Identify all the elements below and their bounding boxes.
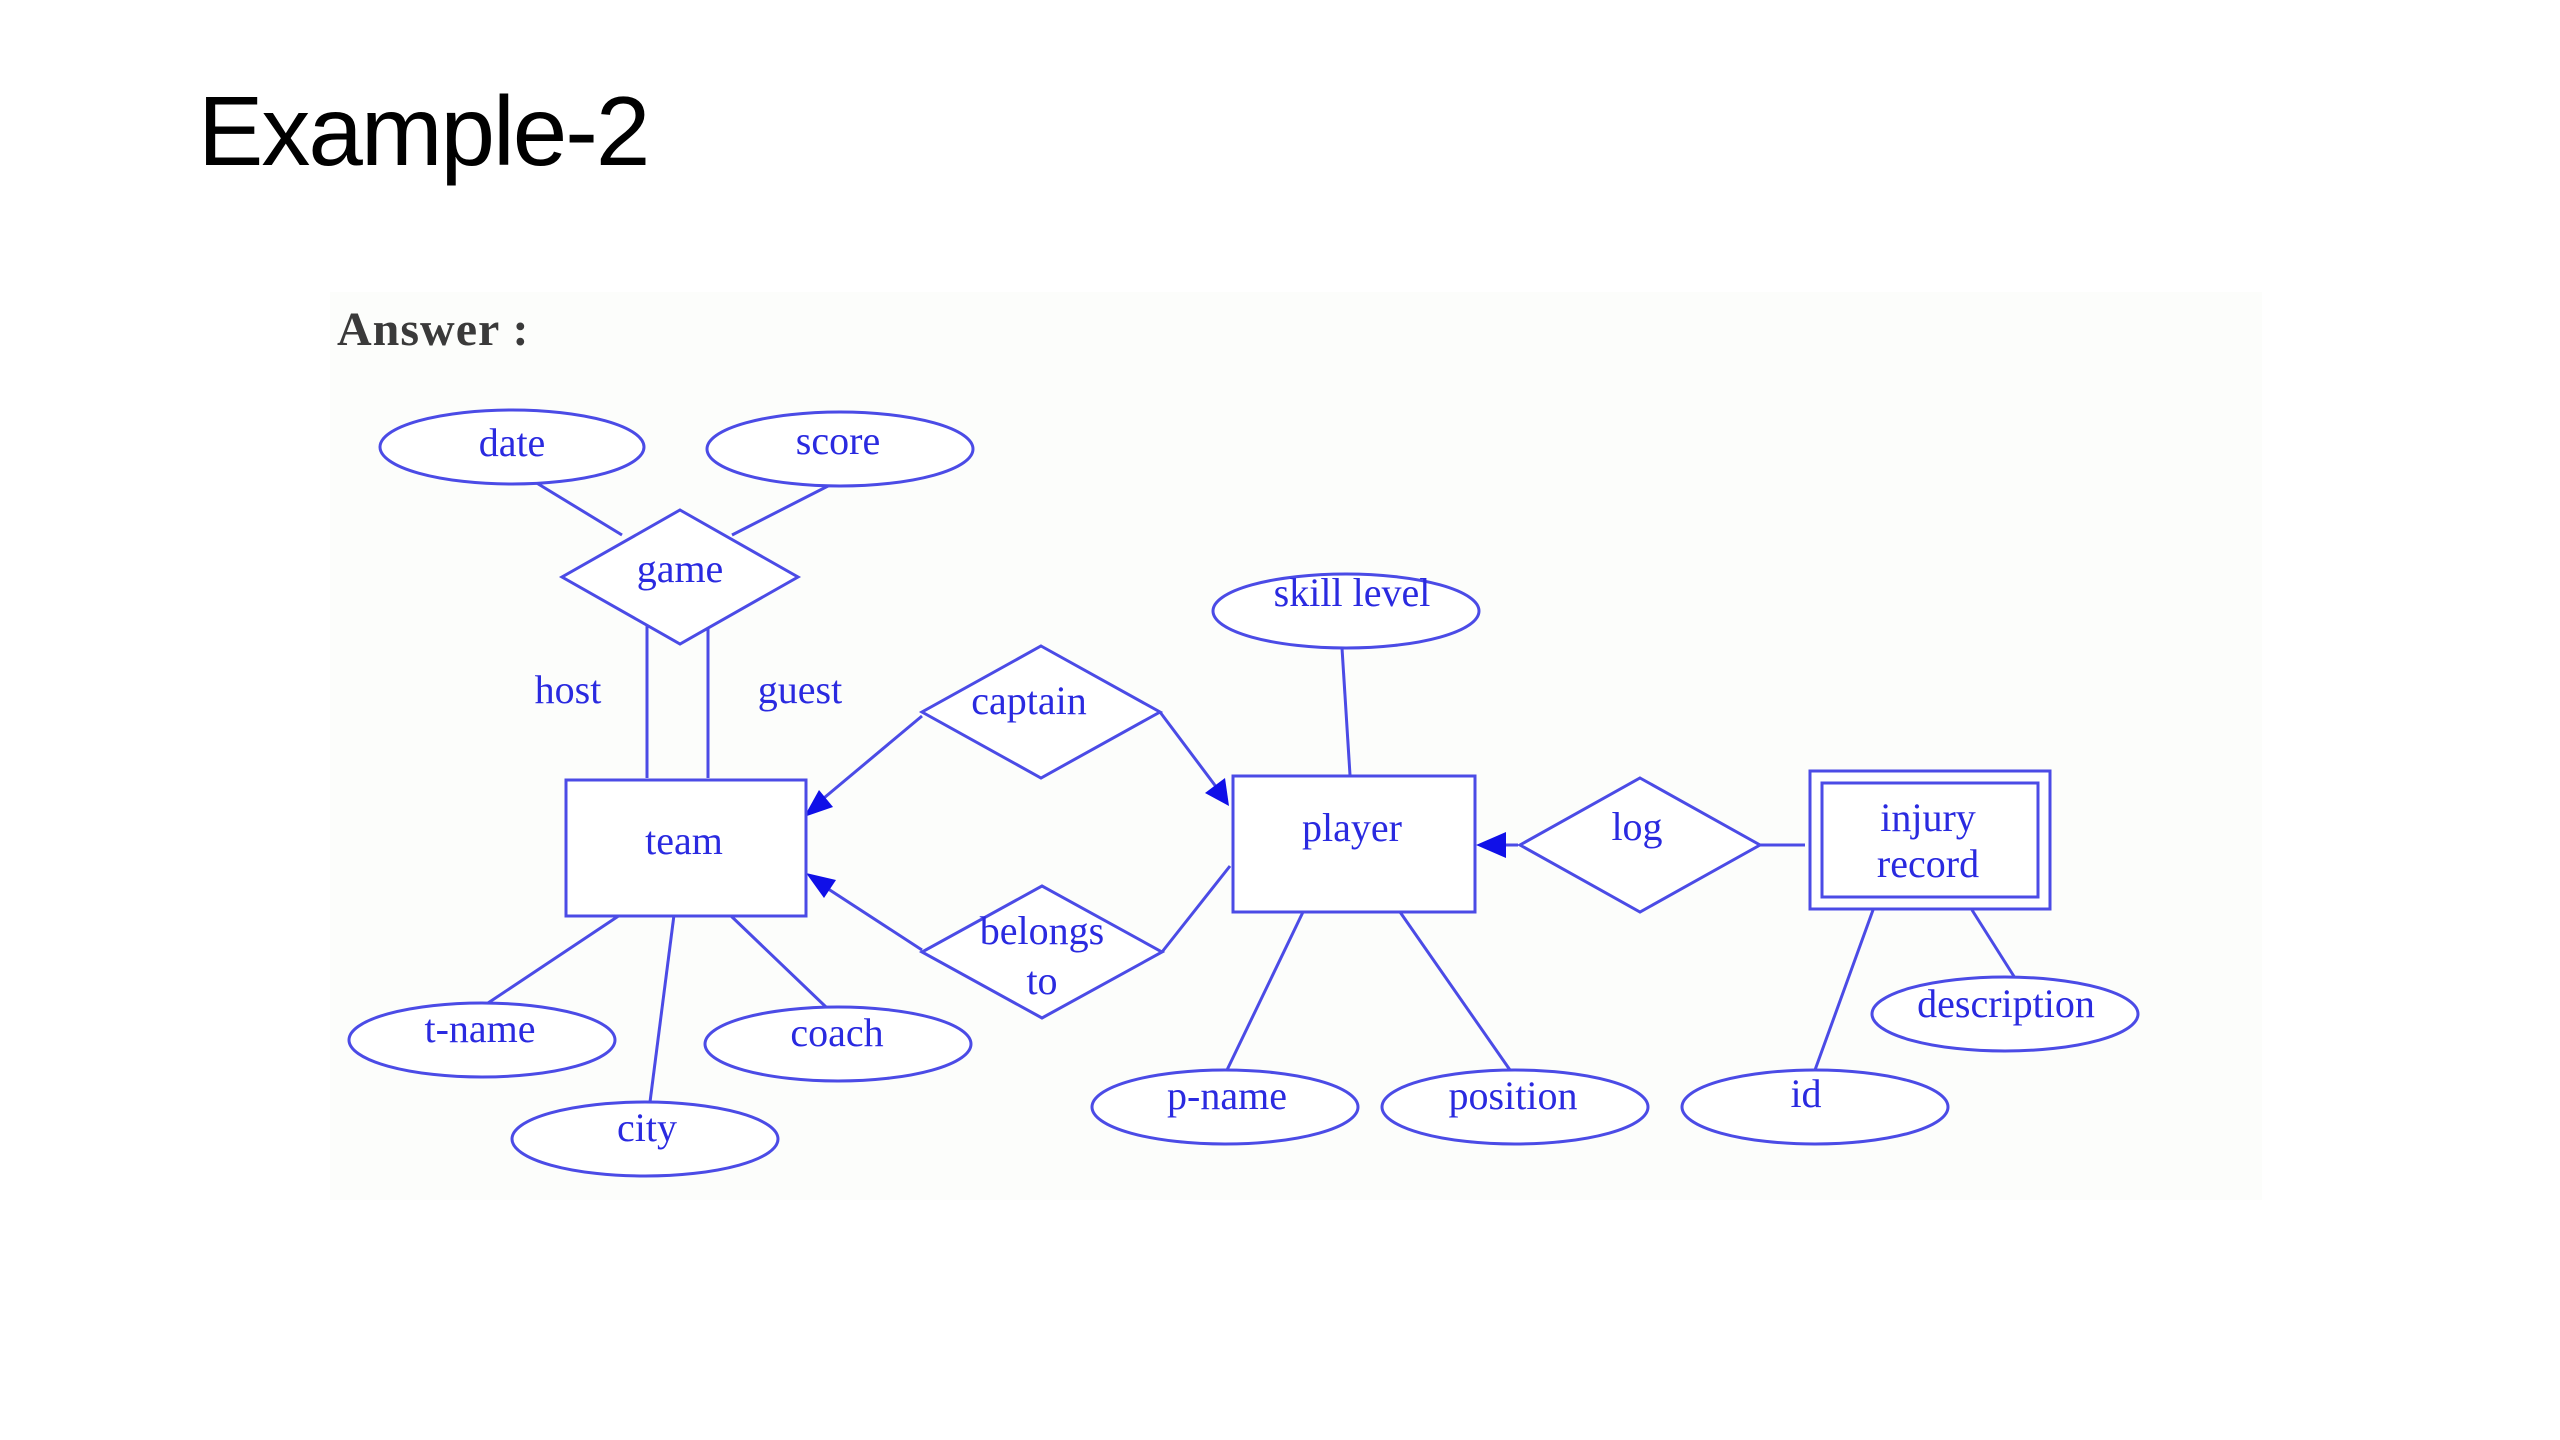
link-injury-description xyxy=(1970,909,2017,979)
attribute-score: score xyxy=(705,410,975,488)
entity-player-label: player xyxy=(1302,805,1402,850)
relationship-game-label: game xyxy=(637,546,724,591)
entity-player: player xyxy=(1231,774,1477,914)
relationship-log: log xyxy=(1516,776,1764,914)
relationship-captain-label: captain xyxy=(971,678,1087,723)
attribute-skill-level-label: skill level xyxy=(1274,570,1431,615)
answer-label: Answer : xyxy=(337,303,530,356)
entity-injury-record: injury record xyxy=(1808,769,2052,911)
attribute-id: id xyxy=(1680,1068,1950,1146)
attribute-date: date xyxy=(378,408,646,486)
role-host-label: host xyxy=(535,667,602,712)
link-belongs-player xyxy=(1160,865,1232,953)
link-player-position xyxy=(1398,911,1512,1071)
attribute-date-label: date xyxy=(479,420,546,465)
attribute-id-label: id xyxy=(1790,1071,1821,1116)
attribute-coach-label: coach xyxy=(790,1010,883,1055)
relationship-belongs-to: belongs to xyxy=(918,884,1166,1020)
attribute-p-name: p-name xyxy=(1090,1068,1360,1146)
attribute-skill-level: skill level xyxy=(1211,570,1481,650)
arrowhead-log-player xyxy=(1476,832,1506,858)
entity-team-label: team xyxy=(645,818,723,863)
attribute-position-label: position xyxy=(1449,1073,1578,1118)
role-guest-label: guest xyxy=(758,667,842,712)
link-team-coach xyxy=(728,913,828,1009)
link-captain-team xyxy=(811,714,923,810)
relationship-log-label: log xyxy=(1611,804,1662,849)
arrowhead-captain-team xyxy=(804,790,833,817)
attribute-description: description xyxy=(1870,975,2140,1053)
answer-panel xyxy=(330,292,2262,1200)
arrowhead-captain-player xyxy=(1205,778,1229,806)
link-belongs-team xyxy=(815,879,923,952)
attribute-coach: coach xyxy=(703,1005,973,1083)
relationship-captain: captain xyxy=(918,644,1164,780)
attribute-score-label: score xyxy=(796,418,880,463)
relationship-game: game xyxy=(558,508,802,646)
attribute-p-name-label: p-name xyxy=(1167,1073,1287,1118)
attribute-description-label: description xyxy=(1917,981,2095,1026)
attribute-city-label: city xyxy=(617,1105,677,1150)
arrowhead-belongs-team xyxy=(806,873,836,898)
link-captain-player xyxy=(1158,711,1222,793)
attribute-t-name: t-name xyxy=(347,1001,617,1079)
link-player-pname xyxy=(1225,911,1305,1071)
entity-injury-record-label-line1: injury xyxy=(1880,795,1976,840)
entity-team: team xyxy=(564,778,808,918)
attribute-position: position xyxy=(1380,1068,1650,1146)
attribute-t-name-label: t-name xyxy=(424,1006,535,1051)
slide-title: Example-2 xyxy=(198,76,650,186)
relationship-belongs-to-label-line2: to xyxy=(1026,958,1057,1003)
link-skill-player xyxy=(1340,647,1352,776)
link-team-tname xyxy=(487,913,621,1005)
link-date-game xyxy=(534,480,623,537)
relationship-belongs-to-label-line1: belongs xyxy=(980,908,1104,953)
link-injury-id xyxy=(1813,909,1875,1071)
link-team-city xyxy=(648,914,676,1103)
attribute-city: city xyxy=(510,1100,780,1178)
link-score-game xyxy=(731,483,831,537)
entity-injury-record-label-line2: record xyxy=(1877,841,1979,886)
